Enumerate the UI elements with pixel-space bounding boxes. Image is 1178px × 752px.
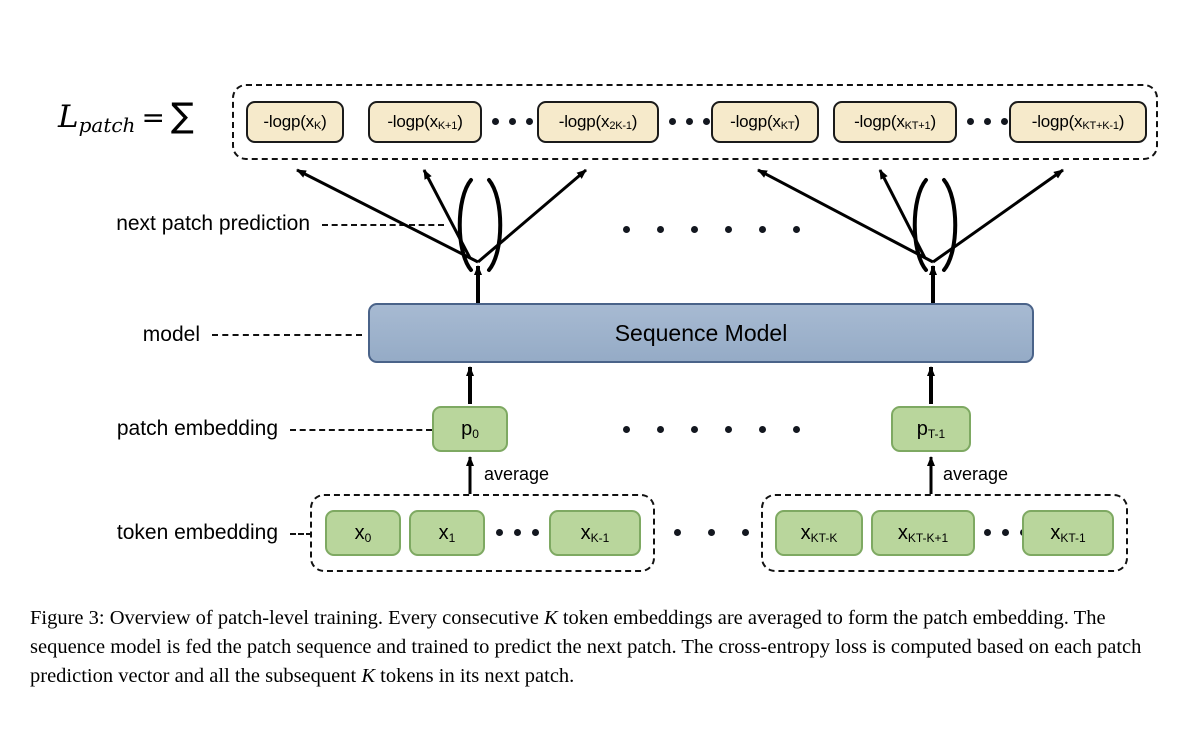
loss-box-suffix: ) bbox=[1118, 112, 1125, 131]
loss-box-subscript: KT+K-1 bbox=[1082, 120, 1119, 132]
token-subscript: K-1 bbox=[590, 531, 610, 545]
token-row-ellipsis-left bbox=[496, 529, 539, 536]
leader-line-next-patch-prediction bbox=[322, 224, 444, 226]
loss-box-suffix: ) bbox=[321, 112, 327, 131]
loss-box-suffix: ) bbox=[457, 112, 463, 131]
token-label: x bbox=[580, 521, 591, 544]
loss-box-subscript: K bbox=[313, 120, 322, 132]
token-groups-ellipsis bbox=[674, 529, 749, 536]
token-subscript: 0 bbox=[364, 531, 372, 545]
patch-label: p bbox=[461, 417, 473, 440]
token-label: x bbox=[354, 521, 365, 544]
loss-box-label: -logp(x bbox=[1031, 112, 1083, 131]
equals-sign: = bbox=[141, 101, 165, 134]
loss-box-label: -logp(x bbox=[387, 112, 438, 131]
loss-box-subscript: K+1 bbox=[437, 120, 458, 132]
caption-k-1: K bbox=[544, 607, 558, 629]
right-bracket-open-icon bbox=[912, 178, 928, 272]
loss-box-suffix: ) bbox=[631, 112, 638, 131]
loss-row-ellipsis-middle bbox=[669, 118, 710, 125]
arrow-pred-to-loss-xkt1 bbox=[878, 169, 927, 259]
loss-box-label: -logp(x bbox=[730, 112, 781, 131]
token-subscript: 1 bbox=[448, 531, 456, 545]
arrow-pred-to-loss-xk1 bbox=[422, 169, 472, 259]
leader-line-model bbox=[212, 334, 362, 336]
summation-sign: ∑ bbox=[170, 96, 194, 136]
loss-box-suffix: ) bbox=[794, 112, 800, 131]
left-bracket-open-icon bbox=[457, 178, 473, 272]
stage-label-next-patch-prediction: next patch prediction bbox=[116, 212, 310, 235]
token-label: x bbox=[438, 521, 449, 544]
prediction-row-ellipsis bbox=[623, 226, 800, 233]
token-label: x bbox=[897, 521, 908, 544]
loss-box-subscript: KT bbox=[780, 120, 795, 132]
stage-label-token-embedding: token embedding bbox=[116, 521, 278, 544]
loss-box-label: -logp(x bbox=[263, 112, 314, 131]
token-label: x bbox=[1050, 521, 1061, 544]
patch-subscript: T-1 bbox=[927, 427, 946, 441]
patch-row-ellipsis bbox=[623, 426, 800, 433]
left-bracket-close-icon bbox=[487, 178, 503, 272]
token-label: x bbox=[800, 521, 811, 544]
loss-symbol: L bbox=[58, 99, 79, 135]
caption-text-a: Overview of patch-level training. Every … bbox=[104, 607, 545, 629]
loss-row-ellipsis-right bbox=[967, 118, 1008, 125]
token-row-ellipsis-right bbox=[984, 529, 1027, 536]
token-group-left-container bbox=[310, 494, 655, 572]
loss-box-suffix: ) bbox=[930, 112, 936, 131]
arrow-pred-to-loss-x2k1 bbox=[477, 168, 587, 264]
stage-label-model: model bbox=[142, 323, 200, 346]
stage-label-patch-embedding: patch embedding bbox=[116, 417, 278, 440]
figure-caption: Figure 3: Overview of patch-level traini… bbox=[30, 604, 1156, 691]
loss-row-ellipsis-left bbox=[492, 118, 533, 125]
right-bracket-close-icon bbox=[942, 178, 958, 272]
average-label-right: average bbox=[943, 464, 1009, 484]
leader-line-token-embedding bbox=[290, 533, 312, 535]
loss-group-container bbox=[232, 84, 1158, 160]
average-label-left: average bbox=[484, 464, 550, 484]
arrow-pred-to-loss-xk bbox=[296, 168, 479, 264]
loss-box-label: -logp(x bbox=[558, 112, 610, 131]
caption-number: Figure 3: bbox=[30, 607, 105, 629]
arrow-pred-to-loss-xktk1 bbox=[932, 168, 1064, 264]
loss-subscript: patch bbox=[78, 113, 136, 137]
patch-loss-formula: Lpatch=∑ bbox=[58, 96, 194, 137]
patch-label: p bbox=[916, 417, 928, 440]
caption-k-2: K bbox=[361, 665, 376, 688]
caption-text-c: tokens in its next patch. bbox=[375, 665, 575, 688]
sequence-model-bar: Sequence Model bbox=[368, 303, 1034, 363]
patch-subscript: 0 bbox=[472, 427, 479, 441]
loss-box-subscript: KT+1 bbox=[904, 120, 931, 132]
token-subscript: KT-1 bbox=[1060, 531, 1086, 545]
caption-text-b: token embeddings are averaged to form th… bbox=[30, 607, 1142, 688]
arrow-pred-to-loss-xkt bbox=[757, 168, 934, 264]
leader-line-patch-embedding bbox=[290, 429, 432, 431]
loss-box-label: -logp(x bbox=[854, 112, 905, 131]
token-subscript: KT-K+1 bbox=[907, 531, 949, 545]
token-subscript: KT-K bbox=[810, 531, 838, 545]
token-group-right-container bbox=[761, 494, 1128, 572]
loss-box-subscript: 2K-1 bbox=[609, 120, 632, 132]
